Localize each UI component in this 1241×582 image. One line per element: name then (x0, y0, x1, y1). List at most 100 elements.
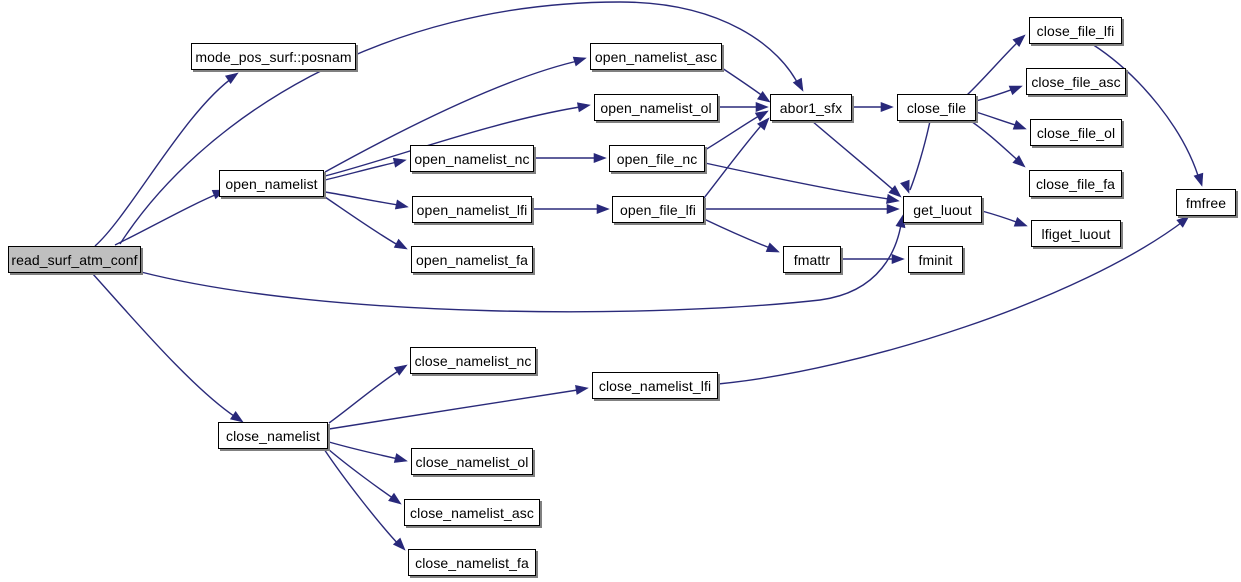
graph-edge-close_namelist_lfi-to-fmfree (717, 219, 1186, 385)
graph-arrowhead-open_namelist_asc->abor1_sfx (756, 90, 771, 103)
graph-edge-close_namelist-to-close_namelist_lfi (328, 388, 585, 430)
graph-node-close_file_ol[interactable]: close_file_ol (1030, 119, 1122, 146)
graph-node-label: fminit (918, 251, 953, 268)
graph-arrowhead-open_file_lfi->get_luout (886, 203, 900, 215)
graph-edge-close_file_lfi-to-fmfree (1091, 43, 1201, 183)
graph-arrowhead-open_file_lfi->abor1_sfx (757, 117, 770, 131)
graph-arrowhead-get_luout->lfiget_luout (1013, 217, 1028, 227)
graph-node-label: open_file_nc (616, 150, 698, 167)
graph-node-label: close_namelist_lfi (598, 377, 712, 394)
graph-arrowhead-fmattr->fminit (891, 253, 905, 265)
graph-node-label: open_namelist_fa (415, 251, 529, 268)
graph-node-close_namelist[interactable]: close_namelist (218, 422, 328, 449)
graph-edge-close_namelist-to-close_namelist_asc (327, 448, 398, 502)
graph-arrowhead-open_namelist->open_namelist_fa (393, 238, 408, 250)
graph-arrowhead-close_namelist->close_namelist_ol (393, 453, 408, 463)
graph-edge-close_file-to-close_file_fa (967, 118, 1023, 165)
graph-node-close_file[interactable]: close_file (897, 94, 976, 121)
graph-node-open_namelist_lfi[interactable]: open_namelist_lfi (412, 196, 532, 223)
graph-arrowhead-close_file->get_luout (900, 179, 910, 194)
graph-arrowhead-open_file_lfi->fmattr (765, 242, 780, 253)
graph-node-label: close_file (906, 99, 967, 116)
graph-node-fminit[interactable]: fminit (908, 246, 963, 273)
graph-arrowhead-open_namelist->open_namelist_nc (392, 157, 407, 168)
graph-node-label: open_namelist (225, 175, 318, 192)
graph-arrowhead-close_file->close_file_lfi (1012, 34, 1026, 47)
graph-node-close_file_fa[interactable]: close_file_fa (1029, 170, 1122, 197)
graph-node-label: open_namelist_lfi (416, 201, 528, 218)
graph-edge-read_surf_atm_conf-to-mode_pos_surf_posnam (94, 75, 236, 247)
graph-edge-read_surf_atm_conf-to-get_luout (140, 217, 903, 313)
graph-node-open_file_nc[interactable]: open_file_nc (609, 145, 705, 172)
graph-arrowhead-close_namelist->close_namelist_nc (393, 364, 408, 376)
graph-node-open_namelist_fa[interactable]: open_namelist_fa (411, 246, 533, 273)
graph-node-label: close_namelist (226, 427, 320, 444)
graph-node-open_namelist[interactable]: open_namelist (219, 170, 324, 197)
graph-node-open_file_lfi[interactable]: open_file_lfi (612, 196, 704, 223)
graph-edge-read_surf_atm_conf-to-close_namelist (91, 272, 241, 421)
graph-edge-abor1_sfx-to-get_luout (811, 120, 899, 195)
graph-node-close_namelist_fa[interactable]: close_namelist_fa (408, 549, 536, 576)
graph-edge-open_namelist-to-open_namelist_asc (324, 59, 583, 173)
graph-edge-read_surf_atm_conf-to-open_namelist (114, 191, 223, 246)
graph-node-abor1_sfx[interactable]: abor1_sfx (770, 94, 852, 121)
graph-node-open_namelist_nc[interactable]: open_namelist_nc (410, 145, 534, 172)
graph-node-get_luout[interactable]: get_luout (903, 196, 982, 223)
graph-node-label: abor1_sfx (779, 99, 843, 116)
graph-arrowhead-close_file->close_file_fa (1012, 155, 1026, 168)
graph-node-open_namelist_ol[interactable]: open_namelist_ol (594, 94, 718, 121)
graph-arrowhead-open_namelist_ol->abor1_sfx (755, 101, 769, 113)
graph-edge-open_namelist-to-open_namelist_fa (324, 196, 404, 249)
graph-node-label: close_namelist_ol (415, 453, 529, 470)
graph-arrowhead-abor1_sfx->get_luout (888, 185, 902, 198)
graph-node-lfiget_luout[interactable]: lfiget_luout (1031, 220, 1121, 247)
graph-arrowhead-read_surf_atm_conf->close_namelist (229, 410, 244, 423)
graph-arrowhead-open_namelist->open_namelist_ol (576, 102, 591, 113)
graph-node-label: fmattr (793, 251, 831, 268)
graph-edge-close_namelist-to-close_namelist_fa (323, 448, 402, 548)
graph-node-read_surf_atm_conf[interactable]: read_surf_atm_conf (8, 246, 141, 273)
graph-arrowhead-open_namelist->open_namelist_asc (572, 56, 587, 67)
graph-node-label: close_file_asc (1031, 73, 1121, 90)
graph-arrowhead-read_surf_atm_conf->abor1_sfx (792, 77, 804, 92)
graph-node-label: open_namelist_asc (594, 48, 718, 65)
graph-node-label: close_file_fa (1035, 175, 1116, 192)
graph-node-close_namelist_nc[interactable]: close_namelist_nc (410, 347, 536, 374)
graph-node-label: close_file_lfi (1036, 22, 1115, 39)
graph-node-label: fmfree (1185, 194, 1227, 211)
graph-node-close_namelist_lfi[interactable]: close_namelist_lfi (592, 372, 718, 399)
graph-node-label: open_file_lfi (619, 201, 697, 218)
graph-node-close_namelist_ol[interactable]: close_namelist_ol (411, 448, 533, 475)
graph-node-close_namelist_asc[interactable]: close_namelist_asc (404, 499, 540, 526)
graph-node-label: close_file_ol (1036, 124, 1116, 141)
graph-arrowhead-close_file_lfi->fmfree (1193, 172, 1204, 187)
graph-node-fmattr[interactable]: fmattr (783, 246, 841, 273)
graph-arrowhead-close_file->close_file_ol (1012, 120, 1027, 130)
graph-node-open_namelist_asc[interactable]: open_namelist_asc (590, 43, 722, 70)
graph-arrowhead-abor1_sfx->close_file (880, 101, 894, 113)
graph-arrowhead-close_namelist->close_namelist_fa (392, 537, 406, 551)
graph-edge-open_namelist-to-open_namelist_lfi (324, 191, 405, 207)
graph-node-label: close_namelist_nc (414, 352, 532, 369)
graph-arrowhead-close_namelist->close_namelist_lfi (575, 384, 589, 395)
graph-node-label: read_surf_atm_conf (11, 251, 138, 268)
graph-node-fmfree[interactable]: fmfree (1176, 189, 1236, 216)
graph-edge-open_namelist-to-open_namelist_nc (324, 160, 403, 181)
graph-node-mode_pos_surf_posnam[interactable]: mode_pos_surf::posnam (191, 43, 356, 70)
graph-arrowhead-read_surf_atm_conf->mode_pos_surf_posnam (224, 72, 239, 85)
graph-node-label: get_luout (913, 201, 972, 218)
graph-node-label: close_namelist_fa (415, 554, 529, 571)
graph-edge-open_namelist-to-open_namelist_ol (324, 105, 587, 177)
graph-node-close_file_lfi[interactable]: close_file_lfi (1029, 17, 1122, 44)
graph-edge-read_surf_atm_conf-to-abor1_sfx (119, 1, 801, 245)
graph-edge-close_namelist-to-close_namelist_ol (328, 441, 404, 461)
graph-edge-close_file-to-get_luout (909, 120, 931, 191)
graph-node-close_file_asc[interactable]: close_file_asc (1026, 68, 1126, 95)
graph-arrowhead-close_namelist_lfi->fmfree (1176, 215, 1190, 228)
graph-edge-open_file_lfi-to-fmattr (703, 218, 776, 251)
graph-arrowhead-open_namelist->open_namelist_lfi (394, 199, 409, 210)
graph-node-label: mode_pos_surf::posnam (195, 48, 352, 65)
graph-arrowhead-open_namelist_nc->open_file_nc (593, 152, 607, 164)
